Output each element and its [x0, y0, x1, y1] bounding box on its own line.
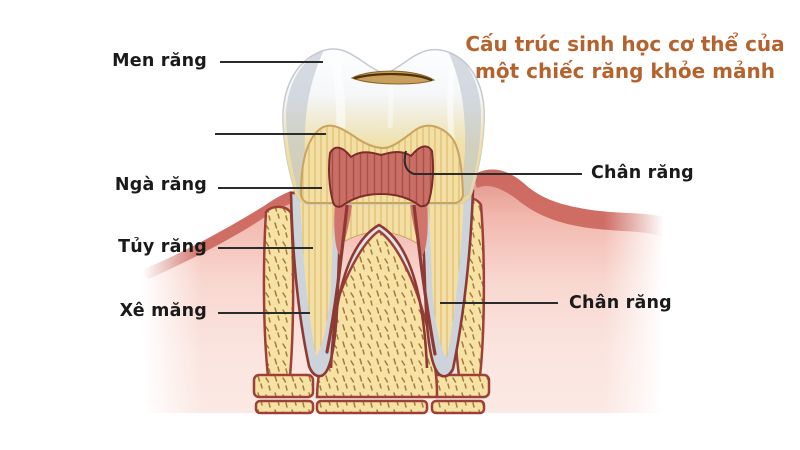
jaw-bone	[252, 196, 491, 415]
tooth-crown	[282, 48, 485, 208]
bone-block	[431, 373, 491, 399]
diagram-title-line2: một chiếc răng khỏe mảnh	[475, 59, 775, 83]
label-chan-rang-upper: Chân răng	[591, 163, 694, 183]
leader-lines	[215, 61, 582, 314]
enamel-gloss	[387, 85, 394, 129]
bone-block	[315, 399, 429, 415]
enamel-gloss	[447, 69, 455, 143]
root-upper-leader-line	[403, 150, 582, 175]
bone-block	[254, 399, 315, 415]
label-chan-rang-lower: Chân răng	[569, 293, 672, 313]
pulp-chamber	[328, 145, 434, 208]
tooth-roots	[289, 189, 475, 399]
root-canal-right	[412, 203, 437, 356]
label-nga-rang: Ngà răng	[114, 175, 207, 195]
edge-fades	[142, 155, 664, 413]
root-left-dentin	[300, 198, 335, 356]
diagram-title-line1: Cấu trúc sinh học cơ thể của	[465, 32, 785, 56]
root-canal-left	[325, 204, 349, 354]
label-xe-mang: Xê măng	[119, 301, 207, 321]
occlusal-fissure-line	[353, 72, 433, 82]
enamel-shade-right	[447, 49, 481, 201]
bone-block	[252, 373, 315, 399]
bone-column-left	[262, 205, 295, 378]
label-men-rang: Men răng	[112, 51, 207, 71]
diagram-title: Cấu trúc sinh học cơ thể của một chiếc r…	[465, 31, 785, 85]
furcation-arch-outline	[329, 223, 429, 369]
enamel-shade-left	[286, 50, 324, 201]
label-tuy-rang: Tủy răng	[118, 237, 207, 257]
root-right-dentin	[428, 196, 464, 358]
bone-block	[430, 399, 486, 415]
